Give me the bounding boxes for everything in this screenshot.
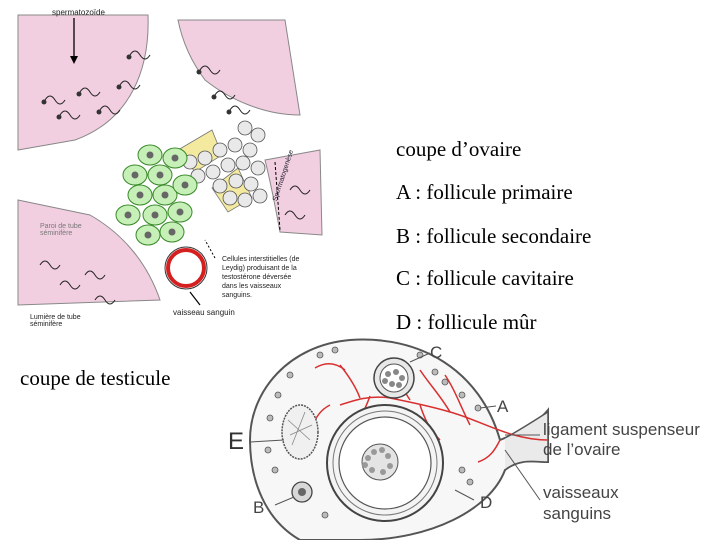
vessels-label-line-2: sanguins <box>543 503 619 524</box>
letter-a: A <box>497 397 508 417</box>
letter-b: B <box>253 498 264 518</box>
letter-e: E <box>228 428 244 456</box>
ligament-label: ligament suspenseur de l’ovaire <box>543 420 700 460</box>
vessels-label-line-1: vaisseaux <box>543 482 619 503</box>
ligament <box>505 412 548 470</box>
letter-d: D <box>480 493 492 513</box>
letter-c: C <box>430 343 442 363</box>
vessels-label: vaisseaux sanguins <box>543 482 619 524</box>
follicle-e <box>282 405 318 459</box>
ligament-label-line-2: de l’ovaire <box>543 440 700 460</box>
ligament-label-line-1: ligament suspenseur <box>543 420 700 440</box>
